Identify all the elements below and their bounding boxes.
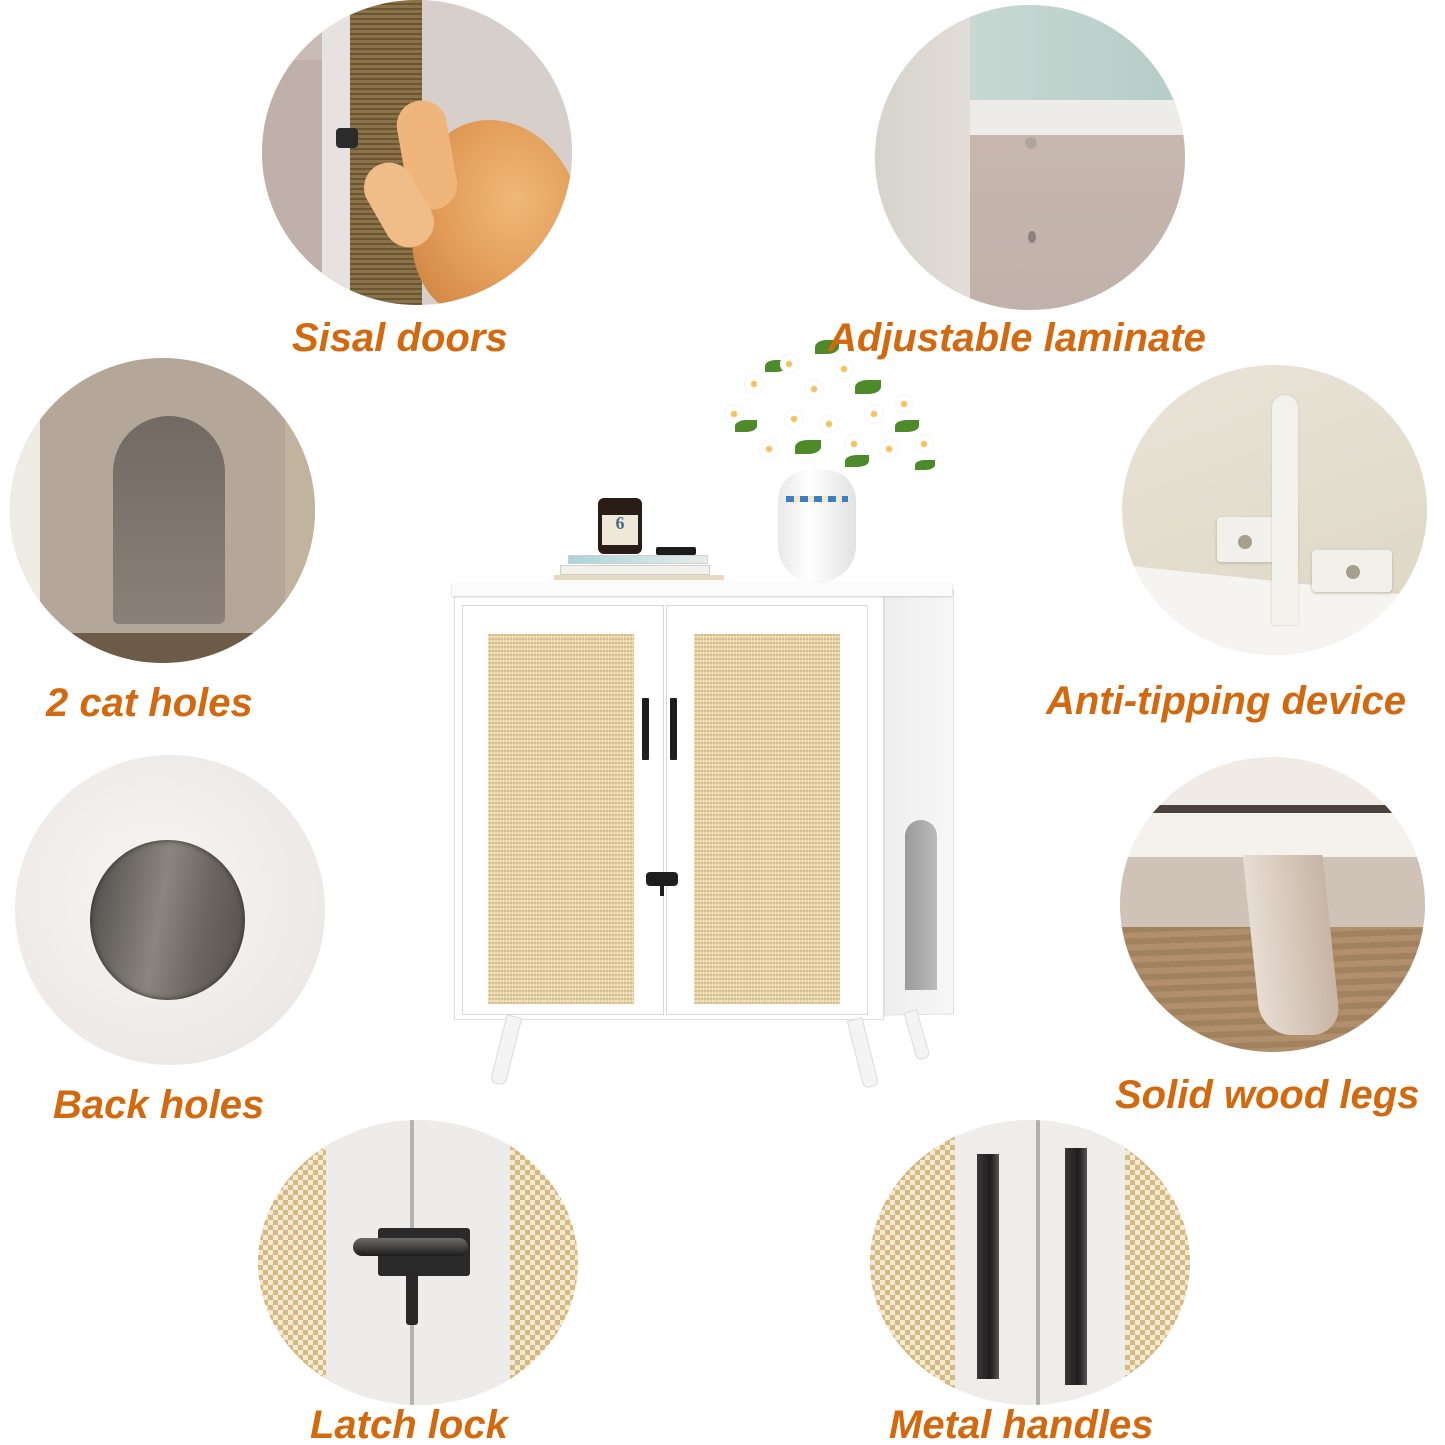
- latch-icon: [336, 128, 358, 148]
- ribbon: [786, 496, 848, 502]
- leg: [489, 1014, 523, 1086]
- shelf-peg-hole-icon: [1028, 231, 1036, 243]
- flower: [845, 435, 863, 453]
- right-door: [666, 605, 868, 1015]
- flower: [725, 405, 743, 423]
- door-gap: [1036, 1120, 1040, 1405]
- latch-knob: [406, 1270, 418, 1325]
- label-wood-legs: Solid wood legs: [1115, 1073, 1420, 1117]
- wall-left: [262, 60, 322, 305]
- door-frame: [322, 0, 350, 305]
- side-cat-hole-icon: [905, 820, 937, 990]
- handle-icon: [642, 698, 649, 760]
- jar-label: [602, 515, 638, 545]
- sisal-texture: [870, 1120, 955, 1405]
- sisal-texture: [510, 1120, 578, 1405]
- floor: [10, 633, 315, 663]
- handle-icon: [670, 698, 677, 760]
- flower: [760, 440, 778, 458]
- flower: [785, 410, 803, 428]
- label-sisal-doors: Sisal doors: [292, 316, 508, 360]
- flower-arrangement: [705, 320, 945, 495]
- leaf: [815, 340, 839, 354]
- adjustable-laminate-image: [875, 5, 1185, 310]
- flower: [780, 355, 798, 373]
- handle-bar-icon: [1065, 1148, 1087, 1385]
- left-door: [462, 605, 664, 1015]
- cabinet-back: [970, 135, 1185, 310]
- jar-number: 6: [615, 513, 625, 533]
- cabinet-top-area: [970, 5, 1185, 100]
- round-hole-icon: [90, 840, 245, 1000]
- flower: [865, 405, 883, 423]
- vase: [778, 470, 856, 582]
- sisal-texture: [1125, 1120, 1190, 1405]
- flower: [835, 360, 853, 378]
- metal-handles-image: [870, 1120, 1190, 1405]
- leg: [846, 1017, 880, 1089]
- flower: [895, 395, 913, 413]
- label-back-holes: Back holes: [53, 1083, 265, 1127]
- flower: [805, 380, 823, 398]
- label-anti-tipping: Anti-tipping device: [1046, 679, 1406, 723]
- book: [554, 575, 724, 580]
- shelf: [970, 100, 1185, 135]
- back-holes-image: [15, 755, 325, 1065]
- sisal-doors-image: [262, 0, 572, 305]
- shelf-peg-icon: [1025, 137, 1037, 149]
- leaf: [735, 420, 757, 432]
- leaf: [855, 380, 881, 394]
- arched-hole-icon: [113, 416, 225, 624]
- label-metal-handles: Metal handles: [889, 1403, 1154, 1445]
- sisal-texture: [258, 1120, 326, 1405]
- anti-tip-strap: [1272, 395, 1298, 625]
- label-cat-holes: 2 cat holes: [46, 681, 253, 725]
- cabinet-edge: [285, 358, 315, 663]
- cabinet-side: [875, 5, 970, 310]
- tin-lid: [656, 547, 696, 555]
- cabinet-base: [1120, 813, 1425, 857]
- flower: [745, 375, 763, 393]
- latch-knob: [660, 882, 664, 896]
- label-latch-lock: Latch lock: [310, 1403, 508, 1445]
- screw-icon: [1346, 565, 1360, 579]
- latch-bolt-icon: [353, 1238, 468, 1256]
- leaf: [915, 460, 935, 470]
- flower: [880, 440, 898, 458]
- cabinet-bottom-edge: [1120, 805, 1425, 813]
- cabinet-edge: [10, 358, 40, 663]
- screw-icon: [1238, 535, 1252, 549]
- anti-tipping-image: [1122, 365, 1427, 655]
- book: [560, 565, 710, 575]
- label-adjustable-laminate: Adjustable laminate: [828, 316, 1206, 360]
- cat-holes-image: [10, 358, 315, 663]
- latch-icon: [646, 872, 678, 886]
- sisal-panel: [488, 634, 634, 1004]
- leg: [903, 1009, 931, 1061]
- book: [568, 555, 708, 564]
- leaf: [795, 440, 821, 454]
- cabinet-top: [452, 582, 952, 596]
- flower: [915, 435, 933, 453]
- flower: [820, 415, 838, 433]
- leaf: [845, 455, 869, 467]
- leaf: [895, 420, 919, 432]
- wood-legs-image: [1120, 757, 1425, 1052]
- handle-bar-icon: [977, 1154, 999, 1379]
- product-cabinet-illustration: 6: [440, 320, 960, 1120]
- latch-lock-image: [258, 1120, 578, 1405]
- sisal-panel: [694, 634, 840, 1004]
